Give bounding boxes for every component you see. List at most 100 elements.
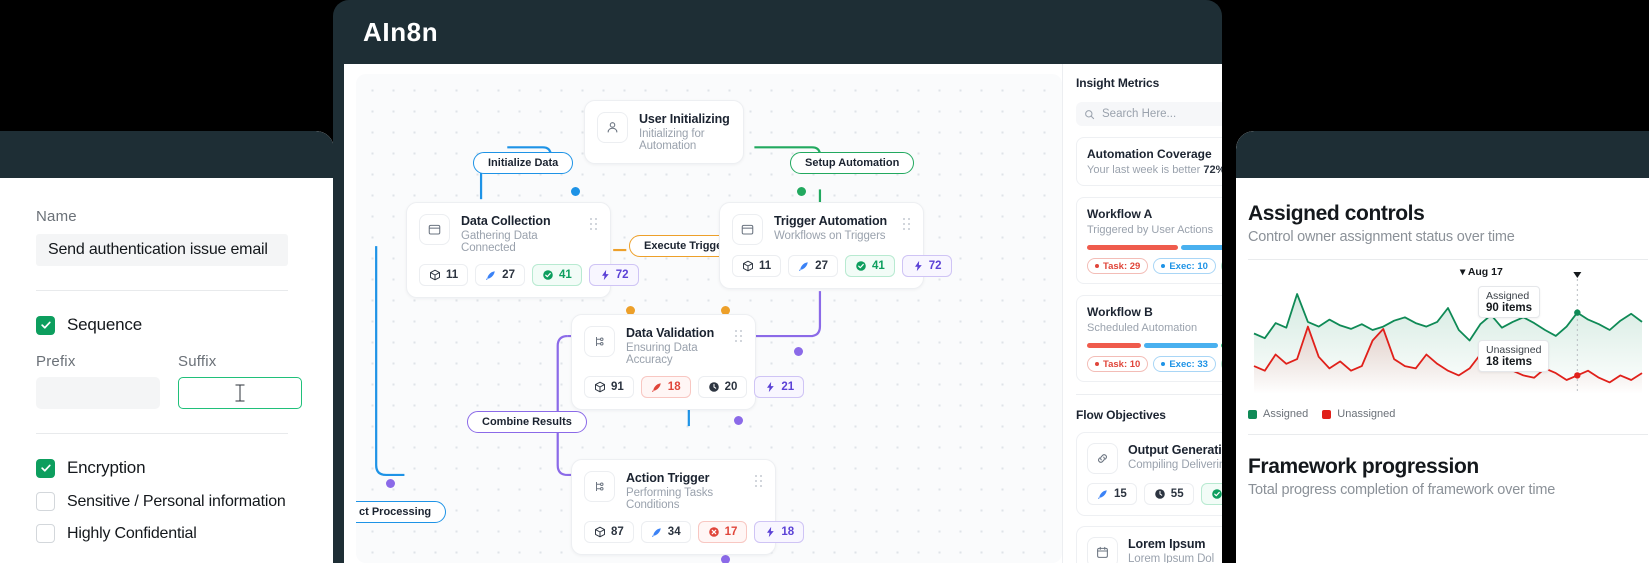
prefix-suffix-row: Prefix Suffix (36, 353, 302, 409)
tooltip-assigned: Assigned 90 items (1478, 286, 1541, 318)
sensitive-checkbox[interactable] (36, 492, 55, 511)
window-icon (732, 214, 763, 245)
node-trigger-automation[interactable]: Trigger Automation Workflows on Triggers… (719, 202, 952, 289)
stat-badge: 87 (584, 521, 634, 543)
stat-badge: 11 (732, 255, 782, 277)
stat-value: 34 (667, 526, 681, 538)
rocket-icon (651, 383, 661, 393)
search-input[interactable]: Search Here... (1076, 102, 1222, 126)
legend-item-assigned: Assigned (1248, 408, 1308, 420)
node-data-validation[interactable]: Data Validation Ensuring Data Accuracy 9… (571, 314, 805, 410)
stat-badge: 11 (419, 264, 469, 286)
workflow-b-card[interactable]: Workflow B Scheduled Automation Task: 10… (1076, 295, 1222, 382)
node-title: Action Trigger (626, 471, 710, 485)
objective-subtitle: Lorem Ipsum Dol (1128, 553, 1215, 563)
connector-dot (794, 347, 803, 356)
box-icon (595, 381, 605, 393)
stat-value: 18 (667, 381, 681, 393)
pill-label: Combine Results (482, 416, 572, 428)
pill-extract-processing[interactable]: ct Processing (356, 501, 447, 523)
name-label: Name (36, 208, 77, 225)
workflow-tags: Task: 10 Exec: 33 Done: 1 (1087, 356, 1222, 372)
objective-lorem-ipsum-card[interactable]: Lorem Ipsum Lorem Ipsum Dol (1076, 526, 1222, 563)
sequence-label: Sequence (67, 315, 142, 334)
stat-value: 41 (558, 269, 572, 281)
node-title: Trigger Automation (774, 214, 888, 228)
node-subtitle: Initializing for Automation (639, 128, 705, 152)
bolt-icon (767, 381, 775, 393)
sequence-checkbox[interactable] (36, 315, 55, 335)
drag-handle-icon[interactable] (589, 218, 599, 231)
stat-badge: 17 (697, 521, 748, 543)
connector-dot (626, 306, 635, 315)
stat-value: 11 (446, 269, 459, 281)
stat-value: 41 (871, 260, 885, 272)
pill-combine-results[interactable]: Combine Results (467, 411, 587, 433)
chart-legend: Assigned Unassigned (1248, 408, 1649, 420)
pill-setup-automation[interactable]: Setup Automation (790, 152, 915, 174)
automation-coverage-card[interactable]: Automation Coverage Your last week is be… (1076, 137, 1222, 186)
sequence-checkbox-row[interactable]: Sequence (36, 315, 300, 335)
objective-output-generation-card[interactable]: Output Generation Compiling Delivering 1… (1076, 432, 1222, 516)
stat-value: 87 (611, 526, 624, 538)
stat-value: 91 (611, 381, 624, 393)
encryption-checkbox-row[interactable]: Encryption (36, 458, 300, 478)
stat-badge: 41 (844, 255, 895, 277)
drag-handle-icon[interactable] (734, 330, 744, 343)
assigned-controls-chart[interactable]: ▾ Aug 17 Assigned 90 items Unassigned 18… (1248, 266, 1648, 400)
rocket-icon (651, 528, 661, 538)
drag-handle-icon[interactable] (902, 218, 912, 231)
pill-initialize-data[interactable]: Initialize Data (473, 152, 574, 174)
rocket-icon (486, 271, 495, 281)
line-chart-svg (1253, 272, 1643, 394)
sensitive-checkbox-row[interactable]: Sensitive / Personal information (36, 492, 300, 511)
link-icon (1087, 443, 1118, 474)
clock-icon (708, 382, 719, 392)
encryption-checkbox[interactable] (36, 458, 55, 478)
coverage-subtitle: Your last week is better 72% (1087, 164, 1222, 176)
stat-badge: 21 (754, 376, 805, 398)
pill-label: Execute Triggered (644, 240, 740, 252)
stat-badge: 41 (531, 264, 582, 286)
node-action-trigger[interactable]: Action Trigger Performing Tasks Conditio… (571, 459, 805, 555)
stat-value: 20 (724, 381, 738, 393)
tag-done: Done: 1 (1220, 356, 1222, 372)
suffix-field-group: Suffix (178, 353, 302, 409)
suffix-input[interactable] (178, 377, 302, 409)
node-title: User Initializing (639, 112, 730, 126)
pill-label: Initialize Data (488, 157, 559, 169)
legend-label: Unassigned (1337, 408, 1396, 420)
workflow-a-card[interactable]: Workflow A Triggered by User Actions Tas… (1076, 197, 1222, 284)
connector-dot (721, 555, 730, 563)
name-input[interactable] (36, 234, 288, 266)
confidential-checkbox[interactable] (36, 524, 55, 543)
tooltip-label: Unassigned (1486, 344, 1542, 356)
tag-exec: Exec: 33 (1153, 356, 1216, 372)
objective-title: Lorem Ipsum (1128, 537, 1206, 551)
coverage-title: Automation Coverage (1087, 147, 1212, 161)
stat-badge: 55 (1143, 483, 1194, 505)
search-icon (1085, 109, 1095, 119)
node-title: Data Collection (461, 214, 551, 228)
sensitive-label: Sensitive / Personal information (67, 492, 286, 510)
tooltip-value: 90 items (1486, 302, 1533, 314)
divider-1 (36, 290, 288, 291)
stat-value: 55 (1170, 488, 1184, 500)
stat-badge: 91 (584, 376, 634, 398)
rocket-icon (799, 262, 808, 272)
stat-value: 17 (724, 526, 738, 538)
divider (1248, 259, 1648, 260)
node-user-initializing[interactable]: User Initializing Initializing for Autom… (584, 100, 744, 164)
confidential-label: Highly Confidential (67, 524, 197, 542)
bolt-icon (767, 526, 775, 538)
confidential-checkbox-row[interactable]: Highly Confidential (36, 524, 300, 543)
workflow-subtitle: Scheduled Automation (1087, 322, 1198, 334)
text-cursor-icon (235, 384, 245, 402)
stat-badge: 72 (588, 264, 639, 286)
prefix-input[interactable] (36, 377, 160, 409)
drag-handle-icon[interactable] (754, 475, 764, 488)
calendar-icon (1087, 537, 1118, 563)
check-circle-icon (543, 270, 553, 280)
workflow-canvas[interactable]: Initialize Data Setup Automation Execute… (356, 74, 1062, 563)
node-data-collection[interactable]: Data Collection Gathering Data Connected… (406, 202, 639, 298)
